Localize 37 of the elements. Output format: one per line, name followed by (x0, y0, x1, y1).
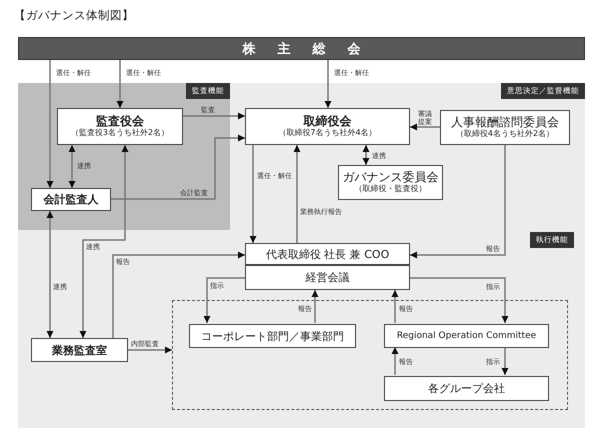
arrow (204, 277, 245, 323)
band-background (18, 83, 585, 428)
arrow (392, 290, 398, 323)
arrow (46, 211, 54, 338)
arrow (183, 112, 245, 120)
arrow (324, 60, 332, 108)
arrow (294, 145, 300, 243)
process-box: ガバナンス委員会 （取締役・監査役） (338, 165, 443, 200)
arrow (502, 347, 508, 375)
arrow (68, 145, 76, 188)
dashed-frame (172, 300, 568, 410)
shareholders-bar: 株主総会 (18, 37, 585, 60)
arrow (410, 277, 508, 323)
process-box: 業務監査室 (31, 338, 128, 362)
process-box: Regional Operation Committee (384, 324, 549, 348)
arrow (111, 134, 245, 200)
process-box: コーポレート部門／事業部門 (189, 324, 356, 348)
process-box: 人事報酬諮問委員会 （取締役4名うち社外2名） (440, 110, 570, 145)
process-box: 監査役会 （監査役3名うち社外2名） (57, 108, 183, 145)
arrow (392, 347, 398, 375)
arrow (250, 145, 256, 243)
arrow (116, 60, 124, 108)
title: 【ガバナンス体制図】 (14, 8, 134, 23)
arrow (312, 290, 318, 323)
arrow (410, 124, 440, 130)
process-box: 各グループ会社 (384, 376, 549, 401)
arrow (128, 346, 172, 354)
arrow (410, 145, 506, 258)
process-box: 経営会議 (245, 265, 410, 290)
process-box: 取締役会 （取締役7名うち社外4名） (245, 108, 410, 145)
process-box: 会計監査人 (31, 188, 111, 211)
process-box: 代表取締役 社長 兼 COO (245, 243, 410, 265)
arrow (80, 145, 128, 338)
arrow (46, 60, 54, 188)
arrow (362, 145, 370, 165)
band-background (18, 83, 230, 230)
arrow (112, 252, 245, 338)
